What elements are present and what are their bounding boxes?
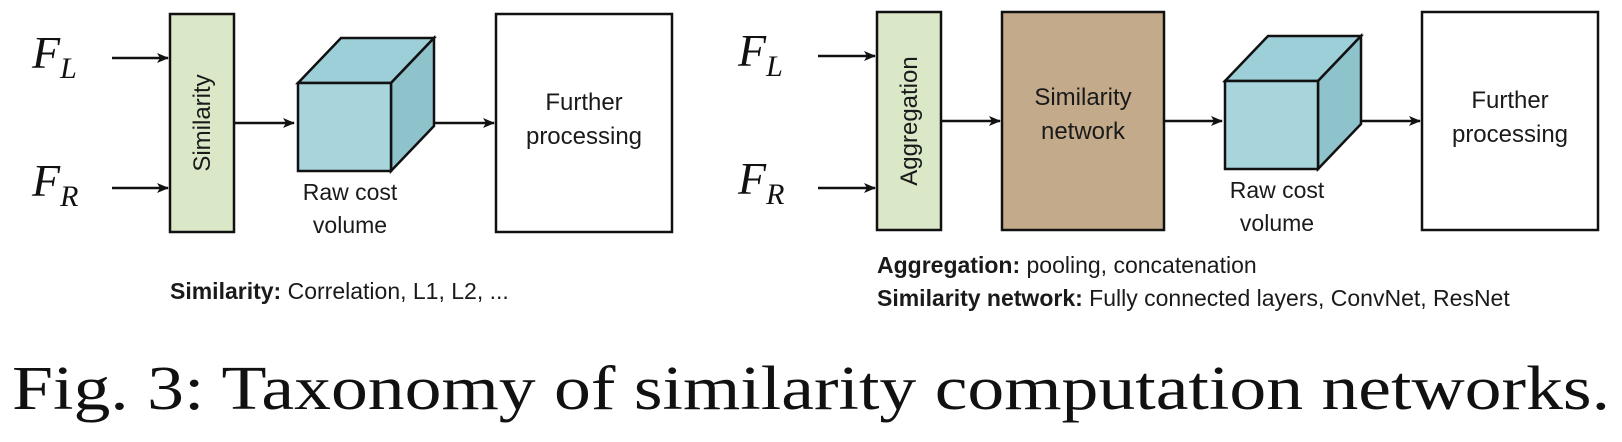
right-volume-label-2: volume [1240, 210, 1314, 236]
right-panel: FL FR Aggregation Similarity network Raw… [737, 10, 1600, 311]
right-legend-aggregation: Aggregation: pooling, concatenation [877, 252, 1257, 278]
right-input-fr: FR [737, 153, 784, 211]
left-further-label-1: Further [545, 89, 622, 116]
similarity-network-label-2: network [1041, 118, 1126, 145]
right-further-label-2: processing [1452, 121, 1568, 148]
left-legend: Similarity: Correlation, L1, L2, ... [170, 278, 509, 304]
left-input-fr: FR [31, 155, 78, 213]
left-further-label-2: processing [526, 123, 642, 150]
figure-caption: Fig. 3: Taxonomy of similarity computati… [12, 355, 1610, 423]
right-further-label-1: Further [1471, 87, 1548, 114]
right-further-processing-box [1420, 10, 1600, 232]
left-volume-label-1: Raw cost [303, 179, 398, 205]
right-volume-label-1: Raw cost [1230, 177, 1325, 203]
similarity-network-label-1: Similarity [1034, 84, 1131, 111]
aggregation-box-label: Aggregation [896, 56, 923, 185]
left-input-fl: FL [31, 27, 77, 85]
similarity-network-box [1000, 10, 1166, 232]
left-panel: FL FR Similarity Raw cost volume Further… [31, 12, 674, 304]
raw-cost-volume-cube [1222, 32, 1364, 173]
right-legend-similarity-network: Similarity network: Fully connected laye… [877, 285, 1510, 311]
right-input-fl: FL [737, 25, 783, 83]
similarity-box-label: Similarity [189, 74, 216, 171]
raw-cost-volume-cube [295, 34, 437, 175]
left-further-processing-box [494, 12, 674, 234]
left-volume-label-2: volume [313, 212, 387, 238]
